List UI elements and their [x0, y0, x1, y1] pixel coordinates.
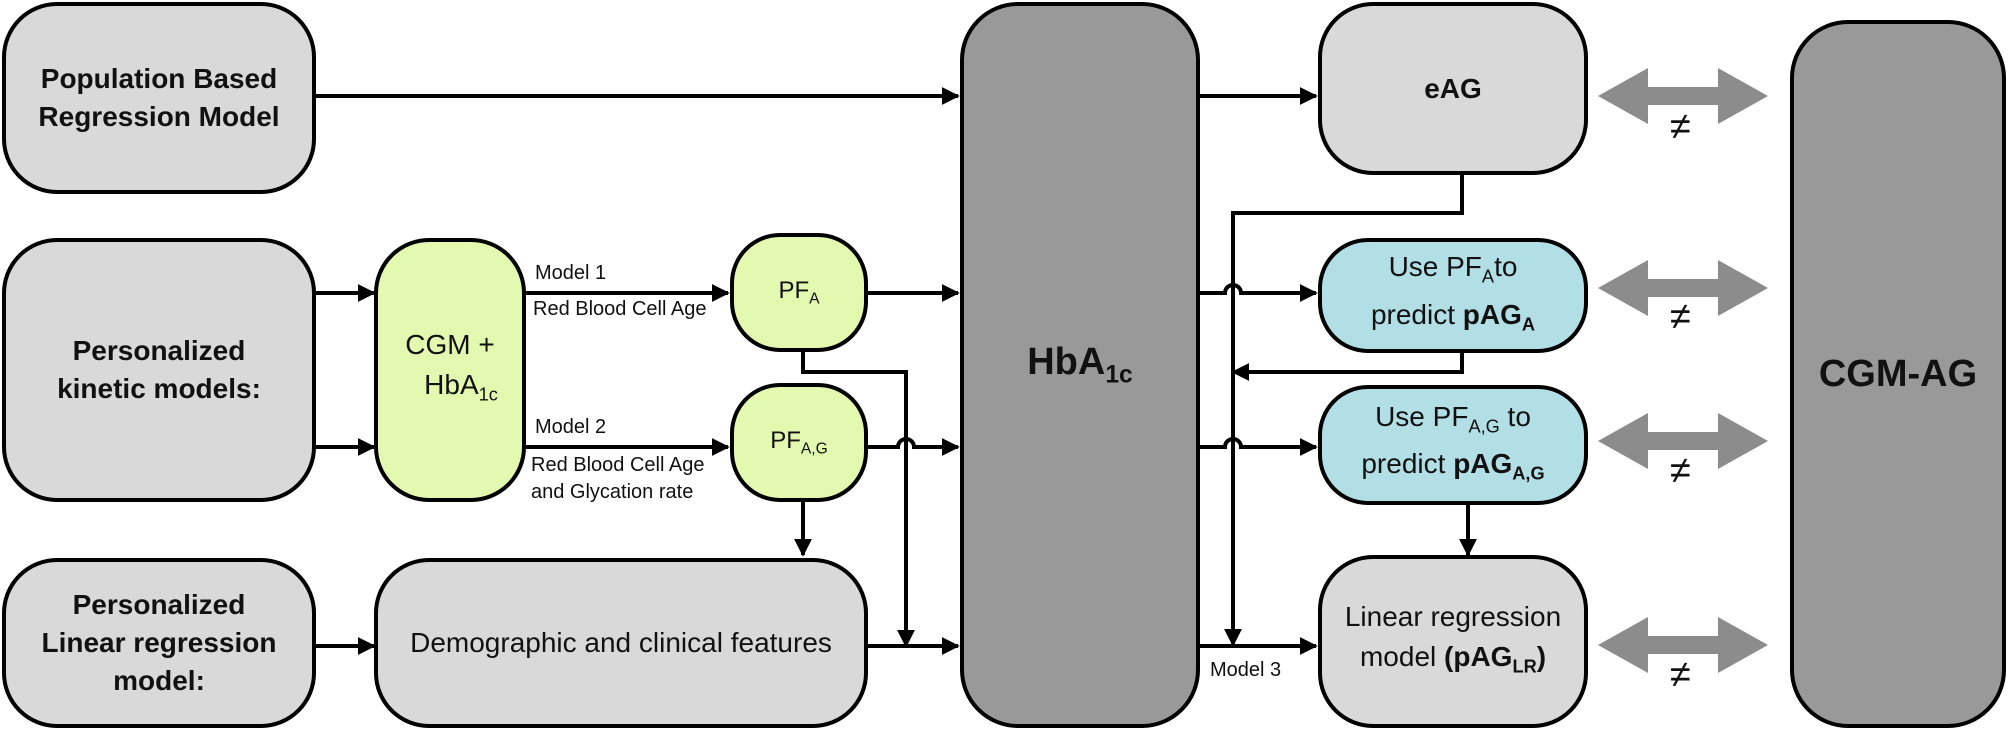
arrow-hba1c-to-pag-ag [1200, 437, 1318, 456]
linear-model-label: Personalized Linear regression model: [41, 589, 277, 696]
population-model-label: Population Based Regression Model [38, 63, 280, 132]
pag-ag-line2: predict pAGA,G [1361, 448, 1545, 484]
pf-a-box: PFA [730, 233, 868, 352]
pf-ag-label: PFA,G [770, 426, 828, 458]
hba1c-label: HbA1c [1027, 340, 1133, 389]
cgm-hba1c-line1: CGM + [405, 329, 495, 361]
double-arrow-1 [1598, 68, 1768, 124]
pag-a-line2: predict pAGA [1370, 298, 1536, 334]
model2-desc-line2: and Glycation rate [531, 481, 694, 503]
pag-ag-box: Use PFA,G to predict pAGA,G [1318, 385, 1588, 505]
pf-ag-box: PFA,G [730, 383, 868, 502]
eag-box: eAG [1318, 2, 1588, 175]
population-model-box: Population Based Regression Model [2, 2, 316, 194]
arrow-pfa-to-features [801, 352, 915, 648]
model1-label: Model 1 [535, 262, 607, 284]
pf-a-label: PFA [778, 276, 820, 308]
linear-reg-line2: model (pAGLR) [1359, 640, 1547, 677]
double-arrow-3 [1598, 413, 1768, 469]
arrow-pag-a-to-model3 [1231, 353, 1464, 381]
hba1c-box: HbA1c [960, 2, 1200, 728]
not-equal-2: ≠ [1670, 296, 1691, 338]
not-equal-4: ≠ [1670, 654, 1691, 696]
arrow-pfag-to-hba1c [868, 437, 960, 456]
pag-ag-line1: Use PFA,G to [1375, 400, 1531, 436]
arrow-hba1c-to-pag-a [1200, 283, 1318, 302]
model2-label: Model 2 [535, 416, 607, 438]
eag-label: eAG [1424, 72, 1482, 104]
arrow-eag-to-model3 [1224, 175, 1464, 647]
linear-reg-line1: Linear regression [1344, 600, 1562, 632]
linear-model-box: Personalized Linear regression model: [2, 558, 316, 728]
pag-a-line1: Use PFAto [1388, 251, 1518, 287]
kinetic-models-label: Personalized kinetic models: [57, 335, 261, 404]
kinetic-models-box: Personalized kinetic models: [2, 238, 316, 502]
double-arrow-4 [1598, 617, 1768, 673]
cgm-ag-box: CGM-AG [1790, 20, 2006, 728]
not-equal-3: ≠ [1670, 450, 1691, 492]
model1-desc: Red Blood Cell Age [533, 298, 707, 320]
pag-a-box: Use PFAto predict pAGA [1318, 238, 1588, 353]
demographic-box: Demographic and clinical features [374, 558, 868, 728]
double-arrow-2 [1598, 260, 1768, 316]
demographic-label: Demographic and clinical features [410, 627, 832, 658]
cgm-ag-label: CGM-AG [1818, 352, 1978, 395]
model2-desc-line1: Red Blood Cell Age [531, 454, 705, 476]
cgm-hba1c-box: CGM + HbA1c [374, 238, 526, 502]
model3-label: Model 3 [1210, 659, 1282, 681]
linear-reg-box: Linear regression model (pAGLR) [1318, 555, 1588, 728]
cgm-hba1c-line2: HbA1c [424, 369, 498, 405]
not-equal-1: ≠ [1670, 106, 1691, 148]
